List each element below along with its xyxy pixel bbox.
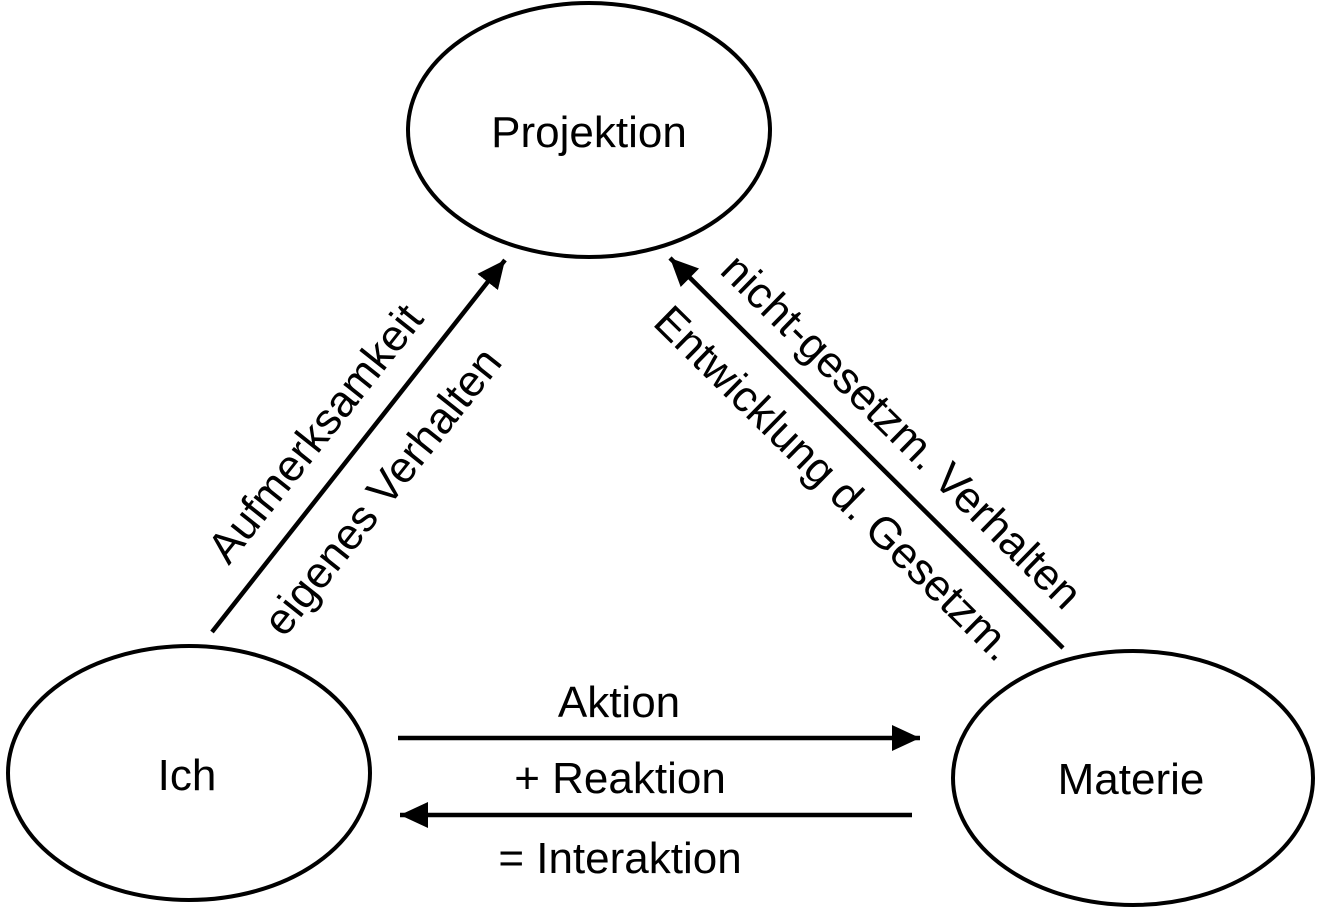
node-ich-label: Ich xyxy=(157,751,217,800)
arrow-ich-to-projektion xyxy=(210,258,507,634)
edge-label-reaktion: + Reaktion xyxy=(514,754,726,803)
edge-label-interaktion: = Interaktion xyxy=(498,834,742,883)
node-materie-label: Materie xyxy=(1057,755,1205,804)
ellipse-ich xyxy=(6,644,372,902)
arrow-materie-to-projektion xyxy=(668,256,1065,650)
edge-label-aktion: Aktion xyxy=(557,678,681,727)
ellipse-materie xyxy=(951,649,1315,907)
node-projektion-label: Projektion xyxy=(491,108,687,157)
ellipse-projektion xyxy=(406,1,772,259)
